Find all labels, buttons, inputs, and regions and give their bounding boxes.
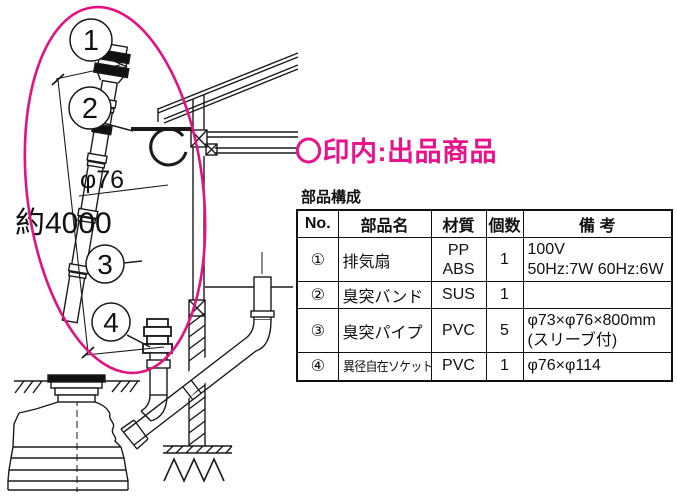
row-name: 臭突パイプ — [337, 308, 432, 353]
row-material: SUS — [430, 281, 487, 309]
dimension-pipe-diameter: φ76 — [78, 166, 169, 197]
header-no: No. — [296, 209, 339, 238]
row-qty: 1 — [485, 237, 524, 282]
header-material: 材質 — [430, 209, 487, 238]
legend-heading: 〇印内:出品商品 — [295, 137, 497, 167]
dim-diameter-label: φ76 — [80, 166, 124, 194]
row-qty: 1 — [485, 281, 524, 309]
row-material: PVC — [430, 352, 487, 381]
callout-label-4: 4 — [103, 307, 119, 338]
wall-structure — [190, 95, 298, 300]
row-qty: 5 — [485, 308, 524, 353]
callout-circle-3 — [85, 244, 125, 284]
row-qty: 1 — [485, 352, 524, 381]
callout-circle-1 — [69, 18, 113, 62]
parts-table-header-row: No. 部品名 材質 個数 備 考 — [296, 209, 673, 238]
dimension-total-length: 約4000 — [15, 64, 165, 359]
row-no: ② — [296, 281, 339, 309]
row-remarks: φ76×φ114 — [522, 352, 673, 381]
callout-label-3: 3 — [97, 249, 113, 280]
header-remarks: 備 考 — [522, 209, 673, 238]
highlight-ellipse — [23, 5, 207, 375]
parts-table-caption: 部品構成 — [301, 189, 362, 206]
header-qty: 個数 — [485, 209, 524, 238]
row-remarks: 100V 50Hz:7W 60Hz:6W — [522, 237, 673, 282]
callout-circle-4 — [91, 302, 131, 342]
row-name: 排気扇 — [337, 237, 432, 282]
callout-label-1: 1 — [83, 25, 99, 57]
row-remarks — [522, 281, 673, 309]
row-no: ① — [296, 237, 339, 282]
table-row: ③ 臭突パイプ PVC 5 φ73×φ76×800mm (スリーブ付) — [296, 308, 673, 353]
row-name: 異径自在ソケット — [337, 352, 433, 381]
table-row: ④ 異径自在ソケット PVC 1 φ76×φ114 — [296, 352, 673, 381]
ground-symbol — [163, 457, 225, 483]
row-material: PP ABS — [430, 237, 487, 282]
callout-circle-2 — [68, 86, 112, 130]
row-remarks: φ73×φ76×800mm (スリーブ付) — [522, 308, 673, 353]
septic-tank — [7, 374, 140, 492]
pipe-band-bracket — [131, 127, 193, 167]
row-material: PVC — [430, 308, 487, 353]
table-row: ② 臭突バンド SUS 1 — [296, 281, 673, 309]
row-no: ③ — [296, 308, 339, 353]
row-no: ④ — [296, 352, 339, 381]
row-name: 臭突バンド — [337, 281, 432, 309]
table-row: ① 排気扇 PP ABS 1 100V 50Hz:7W 60Hz:6W — [296, 237, 673, 282]
callouts: 1 2 3 4 — [68, 18, 151, 348]
parts-table: No. 部品名 材質 個数 備 考 ① 排気扇 PP ABS 1 100V 50… — [296, 209, 673, 382]
parts-diagram-drawing: 約4000 φ76 1 2 3 4 — [7, 5, 299, 492]
callout-label-2: 2 — [82, 93, 98, 125]
drain-pipe — [120, 252, 275, 450]
header-name: 部品名 — [337, 209, 432, 238]
